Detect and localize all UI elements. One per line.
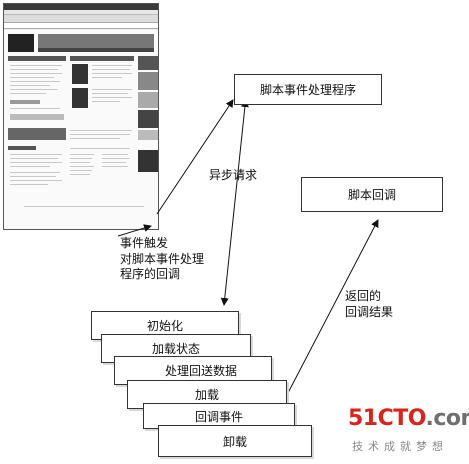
watermark-logo-suffix: .com: [425, 406, 469, 431]
stage-label-initialize: 初始化: [146, 319, 183, 333]
return-result-label-line-2: 回调结果: [345, 305, 394, 319]
watermark-logo: 51CTO.com: [348, 406, 469, 431]
event-trigger-label-line-2: 对脚本事件处理: [120, 252, 205, 266]
stage-box-unload: 卸载: [158, 425, 312, 457]
stage-label-unload: 卸载: [222, 434, 247, 449]
arrow-to-handler: [156, 99, 234, 215]
browser-page-content: [4, 30, 158, 229]
script-event-handler-box: 脚本事件处理程序: [234, 74, 382, 105]
arrow-async-request: [220, 99, 249, 306]
async-request-label: 异步请求: [209, 168, 258, 182]
stage-label-load-state: 加载状态: [151, 342, 200, 356]
return-result-label-line-1: 返回的: [345, 289, 382, 303]
browser-title-bar: [4, 4, 158, 10]
event-trigger-label-line-1: 事件触发: [120, 236, 169, 250]
script-callback-label: 脚本回调: [347, 188, 396, 202]
watermark-tagline: 技术成就梦想: [352, 440, 448, 453]
stage-label-process-returned-data: 处理回送数据: [164, 364, 237, 378]
stage-label-load: 加载: [194, 388, 219, 402]
stage-label-callback-event: 回调事件: [194, 409, 243, 424]
browser-menu-bar: [4, 10, 158, 15]
event-trigger-label-line-3: 程序的回调: [120, 267, 181, 281]
script-callback-box: 脚本回调: [301, 177, 443, 212]
stage-box-callback-event: 回调事件: [143, 403, 295, 429]
watermark-logo-main: 51CTO: [348, 406, 426, 431]
browser-toolbar: [4, 15, 158, 23]
arrow-to-browser: [117, 224, 152, 237]
browser-screenshot-thumbnail: [3, 3, 159, 230]
browser-address-bar: [4, 23, 158, 29]
script-event-handler-label: 脚本事件处理程序: [259, 83, 356, 97]
arrow-callback-return: [275, 219, 379, 417]
